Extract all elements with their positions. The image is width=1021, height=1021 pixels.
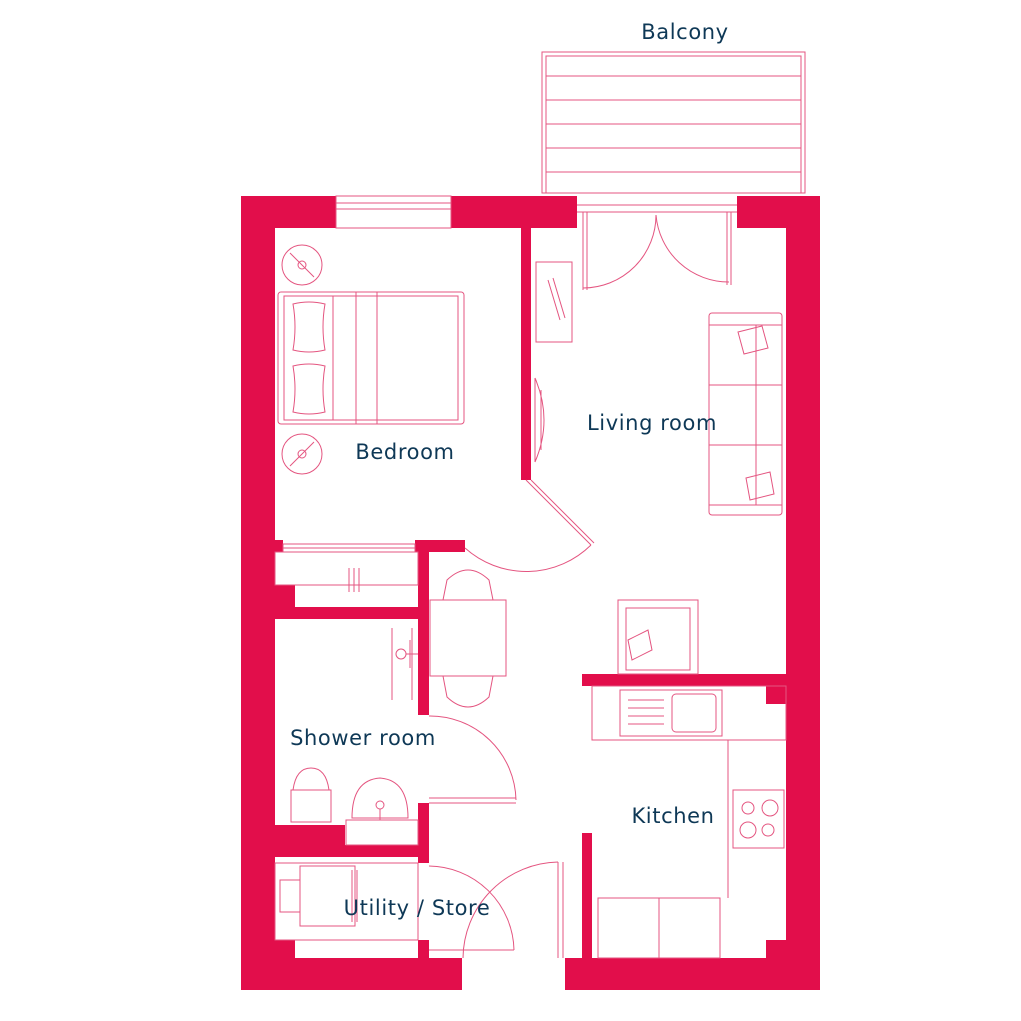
label-balcony: Balcony	[641, 20, 728, 44]
utility-appliance	[274, 862, 419, 941]
wall-wardrobe-side	[275, 585, 295, 607]
utility-door	[428, 865, 515, 951]
bedside-table-top	[281, 244, 323, 286]
wall-shower-right	[418, 540, 429, 715]
wall-living-kitchen	[582, 674, 786, 686]
wall-shower-right-lower	[418, 803, 429, 863]
label-kitchen: Kitchen	[631, 804, 714, 828]
wall-bedroom-bottom-left	[275, 540, 283, 552]
balcony-doors	[577, 204, 737, 290]
bedside-table-bottom	[281, 433, 323, 475]
wall-bottom-left	[241, 958, 462, 990]
wall-bottom-right	[565, 958, 820, 990]
sofa	[708, 312, 783, 516]
shower-fixtures	[391, 628, 418, 700]
wall-bedroom-living	[521, 228, 531, 480]
wall-corner-br	[766, 940, 786, 958]
armchair	[617, 599, 699, 675]
fixtures	[274, 51, 806, 959]
bedroom-desk	[535, 261, 573, 343]
entrance-door	[462, 861, 564, 959]
label-bedroom: Bedroom	[355, 440, 454, 464]
balcony-deck	[541, 51, 806, 194]
toilet	[290, 767, 332, 823]
wall-wardrobe-bottom	[275, 607, 420, 619]
wall-kitchen-left	[582, 833, 592, 958]
radiator	[534, 377, 545, 463]
wall-top-left	[241, 196, 336, 228]
wall-kitchen-nook	[766, 686, 786, 704]
basin	[345, 777, 419, 846]
wall-top-right	[737, 196, 820, 228]
wall-shower-bottom	[275, 825, 345, 857]
hob	[732, 789, 785, 849]
kitchen-counter	[591, 685, 787, 898]
wall-utility-right	[418, 940, 429, 958]
double-bed	[277, 291, 465, 425]
wall-shower-bottom-2	[345, 845, 429, 857]
kitchen-base-units	[597, 897, 721, 959]
label-utility-store: Utility / Store	[344, 896, 491, 920]
room-labels: Balcony Bedroom Living room Shower room …	[290, 20, 728, 920]
label-living-room: Living room	[587, 411, 717, 435]
wardrobe	[274, 543, 419, 592]
walls	[241, 196, 820, 990]
wall-right	[786, 196, 820, 990]
wall-left	[241, 196, 275, 990]
wall-top-mid	[451, 196, 577, 228]
label-shower-room: Shower room	[290, 726, 436, 750]
dining-table	[429, 569, 507, 708]
bedroom-window	[335, 195, 452, 229]
bedroom-door	[464, 479, 595, 572]
wall-corner-bl	[275, 940, 295, 958]
shower-door	[428, 715, 517, 804]
